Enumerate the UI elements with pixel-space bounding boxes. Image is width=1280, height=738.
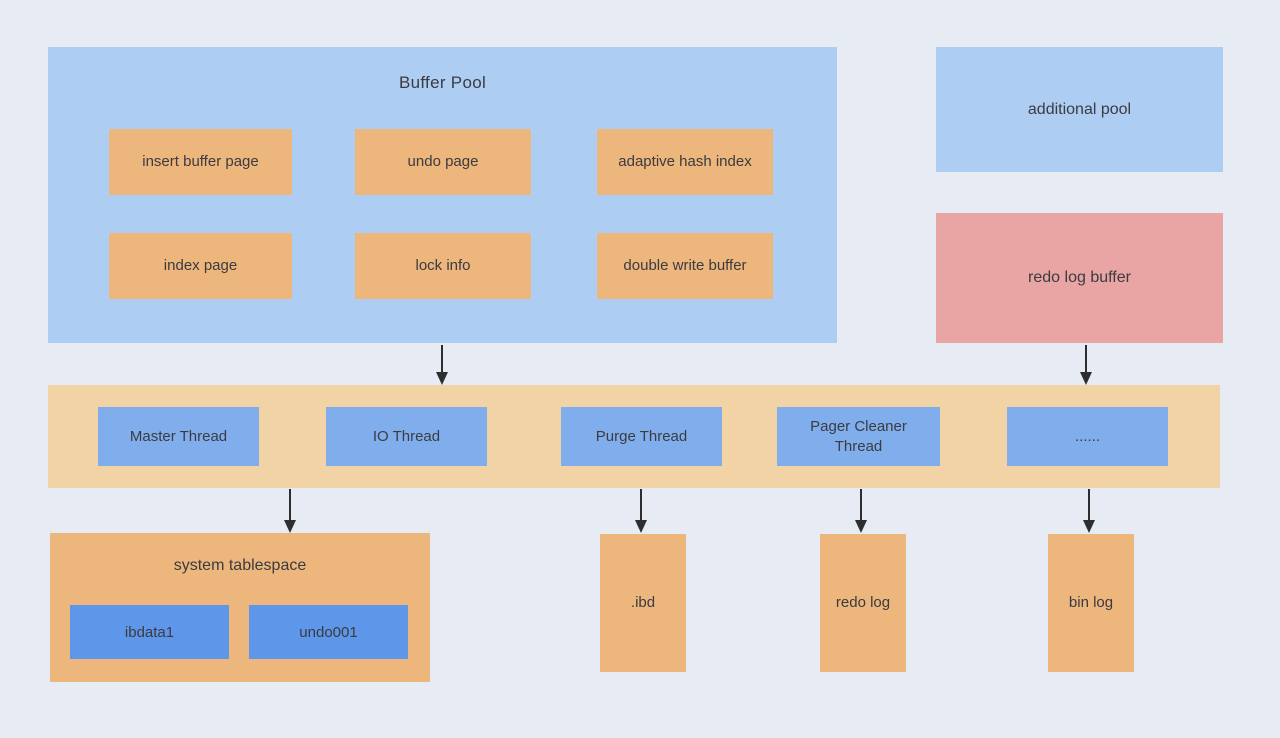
file-bin-log: bin log <box>1048 534 1134 672</box>
system-tablespace-box: system tablespace ibdata1 undo001 <box>50 533 430 682</box>
thread-band: Master Thread IO Thread Purge Thread Pag… <box>48 385 1220 488</box>
arrow-shaft <box>1085 345 1087 373</box>
arrow-band-to-ibd <box>635 489 647 533</box>
thread-pager-cleaner: Pager Cleaner Thread <box>777 407 940 466</box>
arrow-head-icon <box>284 520 296 533</box>
thread-master: Master Thread <box>98 407 259 466</box>
arrow-shaft <box>860 489 862 521</box>
arrow-band-to-redo-log <box>855 489 867 533</box>
cell-undo-page: undo page <box>355 129 531 195</box>
arrow-redo-log-buffer-to-band <box>1080 345 1092 385</box>
arrow-buffer-pool-to-band <box>436 345 448 385</box>
arrow-head-icon <box>1083 520 1095 533</box>
redo-log-buffer-box: redo log buffer <box>936 213 1223 343</box>
arrow-shaft <box>441 345 443 373</box>
arrow-head-icon <box>635 520 647 533</box>
arrow-head-icon <box>1080 372 1092 385</box>
additional-pool-box: additional pool <box>936 47 1223 172</box>
thread-ellipsis: ...... <box>1007 407 1168 466</box>
arrow-band-to-bin-log <box>1083 489 1095 533</box>
cell-index-page: index page <box>109 233 292 299</box>
arrow-shaft <box>1088 489 1090 521</box>
thread-io: IO Thread <box>326 407 487 466</box>
thread-purge: Purge Thread <box>561 407 722 466</box>
arrow-shaft <box>640 489 642 521</box>
arrow-band-to-system-tablespace <box>284 489 296 533</box>
additional-pool-label: additional pool <box>1027 100 1132 118</box>
arrow-shaft <box>289 489 291 521</box>
arrow-head-icon <box>855 520 867 533</box>
file-redo-log: redo log <box>820 534 906 672</box>
file-ibdata1: ibdata1 <box>70 605 229 659</box>
arrow-head-icon <box>436 372 448 385</box>
file-ibd: .ibd <box>600 534 686 672</box>
cell-adaptive-hash-index: adaptive hash index <box>597 129 773 195</box>
cell-lock-info: lock info <box>355 233 531 299</box>
system-tablespace-title: system tablespace <box>173 557 307 574</box>
buffer-pool-title: Buffer Pool <box>398 73 487 92</box>
file-undo001: undo001 <box>249 605 408 659</box>
cell-double-write-buffer: double write buffer <box>597 233 773 299</box>
cell-insert-buffer-page: insert buffer page <box>109 129 292 195</box>
redo-log-buffer-label: redo log buffer <box>1028 269 1131 286</box>
buffer-pool-box: Buffer Pool insert buffer page undo page… <box>48 47 837 343</box>
